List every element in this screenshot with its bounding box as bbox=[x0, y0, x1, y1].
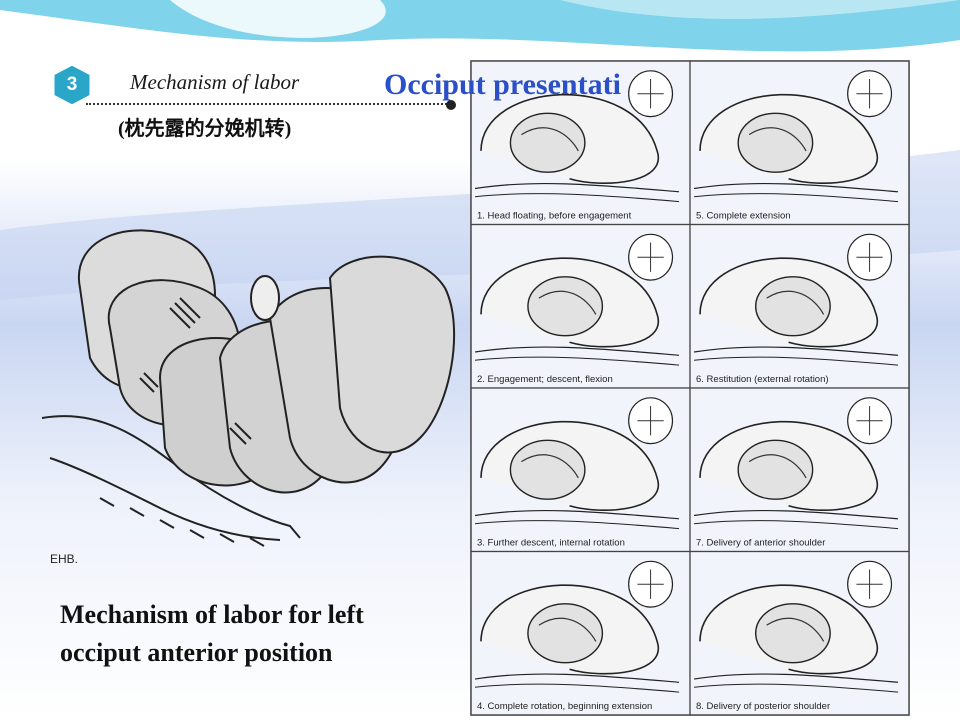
labor-stage-panel: 8. Delivery of posterior shoulder bbox=[689, 550, 910, 716]
labor-stage-panel: 2. Engagement; descent, flexion bbox=[470, 223, 691, 389]
labor-stage-panel: 4. Complete rotation, beginning extensio… bbox=[470, 550, 691, 716]
caption-line-1: Mechanism of labor for left bbox=[60, 600, 364, 629]
section-number-badge bbox=[51, 62, 93, 108]
labor-stages-panel-grid: 1. Head floating, before engagement 5. Co… bbox=[470, 60, 910, 716]
labor-stage-panel: 5. Complete extension bbox=[689, 60, 910, 226]
caption-line-2: occiput anterior position bbox=[60, 638, 333, 667]
labor-stage-label: 6. Restitution (external rotation) bbox=[696, 374, 829, 385]
header-divider bbox=[86, 103, 454, 105]
labor-stage-label: 7. Delivery of anterior shoulder bbox=[696, 538, 825, 549]
labor-stage-label: 3. Further descent, internal rotation bbox=[477, 538, 625, 549]
labor-stage-panel: 3. Further descent, internal rotation bbox=[470, 387, 691, 553]
labor-stage-label: 5. Complete extension bbox=[696, 211, 791, 222]
labor-stage-panel: 7. Delivery of anterior shoulder bbox=[689, 387, 910, 553]
labor-stage-panel: 1. Head floating, before engagement bbox=[470, 60, 691, 226]
labor-stage-label: 1. Head floating, before engagement bbox=[477, 211, 632, 222]
section-subtitle: (枕先露的分娩机转) bbox=[118, 118, 292, 140]
header-divider-dot bbox=[446, 100, 456, 110]
slide-title: Occiput presentati bbox=[384, 68, 621, 101]
section-title: Mechanism of labor bbox=[130, 70, 300, 94]
labor-mechanism-illustration: EHB. bbox=[41, 229, 456, 566]
section-number: 3 bbox=[66, 74, 78, 95]
labor-stage-label: 8. Delivery of posterior shoulder bbox=[696, 701, 830, 712]
labor-stage-label: 2. Engagement; descent, flexion bbox=[477, 374, 613, 385]
labor-stage-panel: 6. Restitution (external rotation) bbox=[689, 223, 910, 389]
labor-stage-label: 4. Complete rotation, beginning extensio… bbox=[477, 701, 652, 712]
figure-caption: Mechanism of labor for left occiput ante… bbox=[60, 596, 460, 672]
illustration-artist-mark: EHB. bbox=[50, 552, 78, 566]
